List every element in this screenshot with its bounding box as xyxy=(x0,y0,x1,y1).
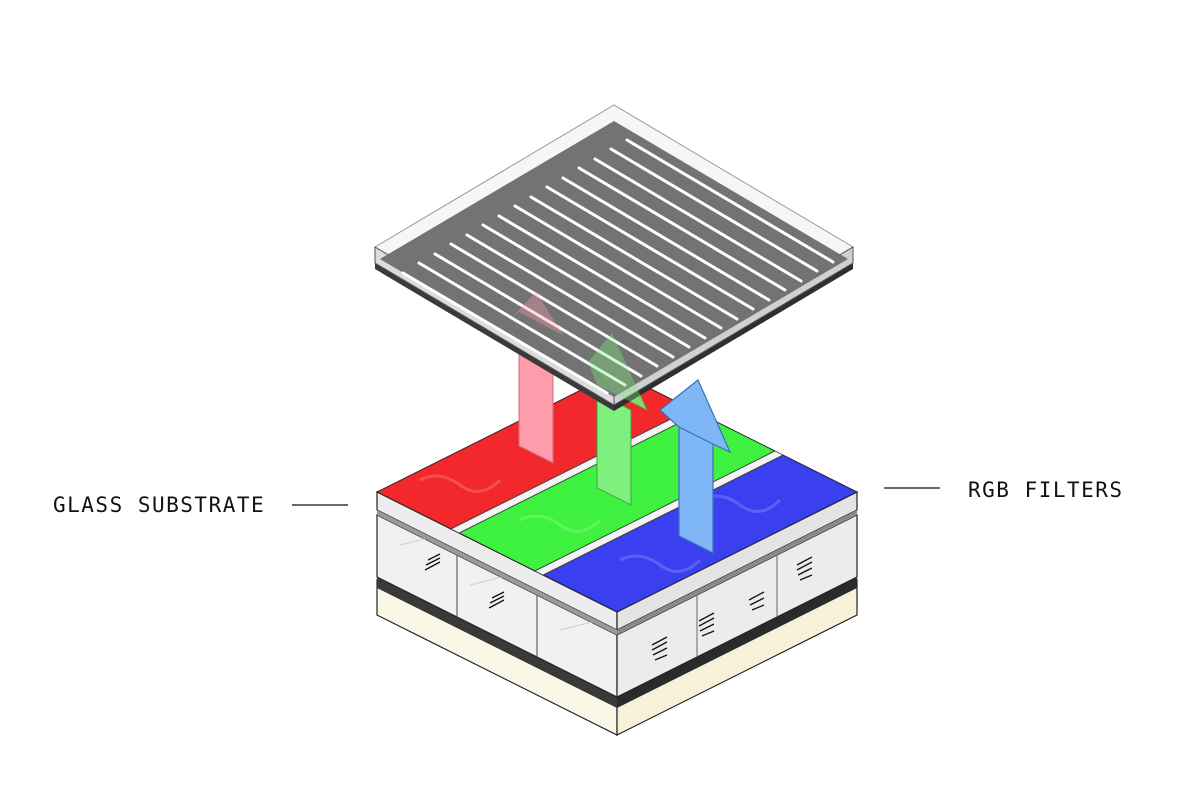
glass-substrate-label: GLASS SUBSTRATE xyxy=(53,493,266,517)
liquid-crystal-molecules-icon xyxy=(424,553,813,661)
rgb-filters-label: RGB FILTERS xyxy=(968,478,1124,502)
glass-substrate-layer xyxy=(376,491,858,635)
polarizer-grid-icon xyxy=(401,138,835,395)
polarizer-panel xyxy=(374,104,854,411)
blue-light-arrow-icon xyxy=(659,379,732,554)
liquid-crystal-layer xyxy=(376,514,858,698)
backlight-layer xyxy=(376,577,858,736)
